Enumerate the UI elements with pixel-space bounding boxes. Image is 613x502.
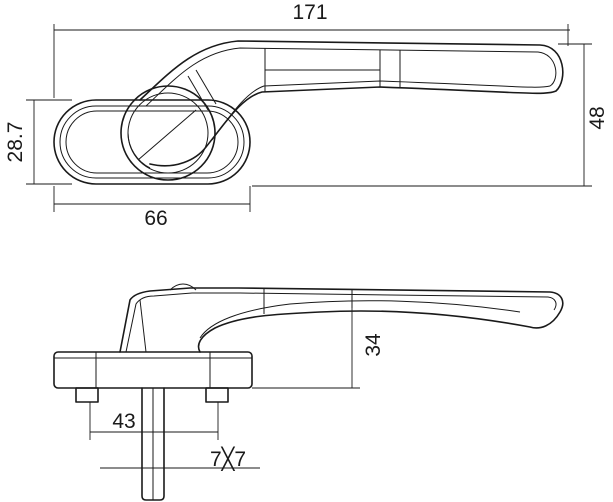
dim-label-spindle-size: 7╳7	[210, 446, 246, 472]
dimension-screw-spacing: 43	[89, 402, 219, 440]
side-view: 34 43 7╳7	[53, 283, 564, 501]
dimension-spindle-size: 7╳7	[100, 446, 260, 472]
dimension-overall-height: 48	[252, 43, 609, 187]
dim-label-screw-spacing: 43	[112, 410, 135, 433]
top-view-lever	[137, 40, 564, 167]
side-view-spindle	[141, 387, 165, 501]
dim-label-base-height: 28.7	[4, 122, 27, 163]
top-view: 171 48 28.7 66	[4, 1, 609, 230]
side-view-base-plate	[53, 351, 253, 389]
dimension-overall-length: 171	[53, 1, 570, 98]
dim-label-overall-height: 48	[586, 106, 609, 129]
side-view-screw-bosses	[75, 387, 229, 403]
side-view-lever	[119, 283, 564, 353]
dim-label-base-length: 66	[144, 207, 167, 230]
dim-label-overall-length: 171	[292, 1, 327, 24]
dimension-side-height: 34	[252, 308, 385, 389]
dim-label-side-height: 34	[362, 333, 385, 357]
dimension-base-height: 28.7	[4, 99, 72, 185]
dimension-base-length: 66	[53, 186, 251, 230]
top-view-base-plate	[53, 99, 251, 185]
